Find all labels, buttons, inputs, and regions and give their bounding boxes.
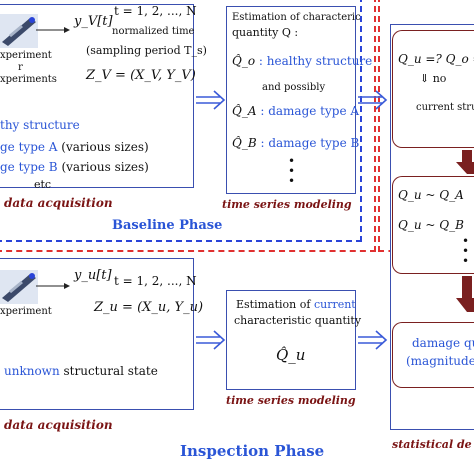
decision-qb-match: Q_u ~ Q_B	[398, 218, 464, 232]
decision-magnitude: (magnitude	[406, 354, 474, 368]
inspection-estimation-box	[226, 290, 356, 390]
baseline-healthy-item: thy structure	[0, 118, 80, 132]
baseline-q-b-text: : damage type B	[260, 136, 360, 150]
baseline-measure-label: y_V[t]	[74, 14, 113, 29]
baseline-estimation-box	[226, 6, 356, 194]
inspection-time-series-caption: time series modeling	[226, 394, 356, 407]
baseline-q-b-item: Q̂_B : damage type B	[232, 136, 359, 150]
baseline-phase-title: Baseline Phase	[112, 218, 223, 233]
inspection-measure-label: y_u[t]	[74, 268, 112, 283]
decision-current-structure: current structu	[416, 102, 474, 113]
decision-no-label: ⇓ no	[420, 72, 447, 85]
baseline-q-o-label: Q̂_o	[232, 54, 256, 68]
baseline-phase-frame	[0, 0, 362, 242]
inspection-estimation-title-line1: Estimation of current	[236, 298, 356, 311]
baseline-structure-icon	[0, 14, 38, 48]
baseline-data-acquisition-caption: data acquisition	[4, 196, 113, 210]
damage-quantity-box	[392, 322, 474, 388]
inspection-data-acquisition-caption: data acquisition	[4, 418, 113, 432]
baseline-q-a-item: Q̂_A : damage type A	[232, 104, 359, 118]
decision-damage-quantity: damage qu	[412, 336, 474, 350]
inspection-estimation-title-2: characteristic quantity	[234, 314, 362, 327]
baseline-estimation-title-1: Estimation of characteric	[232, 12, 361, 23]
inspection-estimation-title-1: Estimation of	[236, 298, 311, 311]
baseline-normalized-time: normalized time	[112, 26, 195, 37]
baseline-etc: etc	[34, 178, 52, 191]
inspection-unknown-label: unknown	[4, 364, 60, 378]
baseline-damage-a-item: ge type A (various sizes)	[0, 140, 149, 154]
damage-type-box	[392, 176, 474, 274]
inspection-state-text: structural state	[59, 364, 158, 378]
decision-ellipsis: •••	[462, 234, 470, 268]
inspection-structure-icon	[0, 270, 38, 304]
inspection-experiment-label: xperiment	[0, 306, 52, 317]
baseline-q-o-text: : healthy structure	[258, 54, 373, 68]
baseline-damage-b-note: (various sizes)	[61, 160, 149, 174]
baseline-damage-a-note: (various sizes)	[61, 140, 149, 154]
inspection-phase-title: Inspection Phase	[180, 442, 325, 460]
baseline-damage-b-label: ge type B	[0, 160, 58, 174]
baseline-ellipsis: •••	[288, 154, 296, 188]
baseline-experiments-label: xperiments	[0, 74, 57, 85]
baseline-q-a-text: : damage type A	[260, 104, 360, 118]
baseline-time-range: t = 1, 2, ..., N	[114, 4, 197, 18]
inspection-state-item: unknown structural state	[4, 364, 158, 378]
decision-title: statistical de	[392, 438, 472, 451]
baseline-q-a-label: Q̂_A	[232, 104, 257, 118]
baseline-red-frame	[0, 0, 376, 252]
baseline-time-series-caption: time series modeling	[222, 198, 352, 211]
baseline-z-equation: Z_V = (X_V, Y_V)	[86, 68, 196, 83]
baseline-q-o-item: Q̂_o : healthy structure	[232, 54, 372, 68]
decision-qa-match: Q_u ~ Q_A	[398, 188, 464, 202]
inspection-z-equation: Z_u = (X_u, Y_u)	[94, 300, 204, 315]
baseline-damage-a-label: ge type A	[0, 140, 58, 154]
baseline-sampling-period: (sampling period T_s)	[86, 44, 207, 57]
inspection-time-range: t = 1, 2, ..., N	[114, 274, 197, 288]
hypothesis-test-box	[392, 30, 474, 148]
inspection-q-u-label: Q̂_u	[276, 346, 306, 364]
baseline-experiment-label: xperiment	[0, 50, 52, 61]
inspection-estimation-current: current	[313, 298, 356, 311]
decision-test-equation: Q_u =? Q_o = Q	[398, 52, 474, 66]
baseline-damage-b-item: ge type B (various sizes)	[0, 160, 149, 174]
baseline-estimation-title-2: quantity Q :	[232, 26, 299, 39]
baseline-q-b-label: Q̂_B	[232, 136, 257, 150]
baseline-possibly: and possibly	[262, 82, 326, 93]
baseline-or-label: r	[18, 62, 23, 73]
